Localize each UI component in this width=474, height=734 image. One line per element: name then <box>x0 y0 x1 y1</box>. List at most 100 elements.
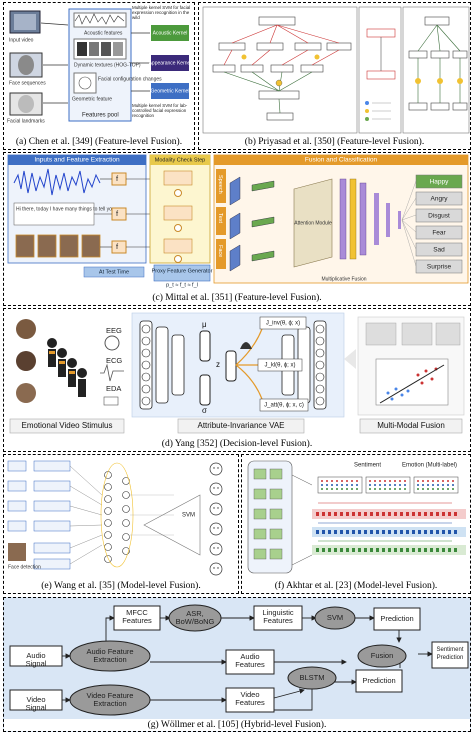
eda-label: EDA <box>106 384 121 393</box>
acoustic-features-label: Acoustic features <box>84 30 123 36</box>
geometric-kernel-label: Geometric Kernel <box>151 88 190 94</box>
caption-g: (g) Wöllmer et al. [105] (Hybrid-level F… <box>4 719 470 731</box>
emotion-box <box>415 208 463 223</box>
svm-node-label: SVM <box>327 613 343 622</box>
prediction-top-box <box>373 607 421 631</box>
mfcc-box <box>113 605 161 631</box>
caption-f: (f) Akhtar et al. [23] (Model-level Fusi… <box>274 581 438 591</box>
face-detection-label: Face detection <box>8 564 41 570</box>
panel-e: Face detection SVM (e) Wang et al. <box>3 454 239 594</box>
appearance-kernel-box <box>151 55 189 71</box>
multiplicative-label: Multiplicative Fusion <box>321 276 366 282</box>
asr-node <box>168 604 222 632</box>
video-signal-box <box>9 689 63 711</box>
panel-b: (b) Priyasad et al. [350] (Feature-level… <box>198 2 471 150</box>
appearance-kernel-label: Appearance Kernel <box>149 60 192 66</box>
features-pool <box>68 8 132 122</box>
sentiment-label: Sentiment <box>354 463 381 469</box>
emotion-label: Sad <box>433 247 445 254</box>
acoustic-kernel-label: Acoustic Kernel <box>153 30 188 36</box>
svg-text:f: f <box>116 242 119 251</box>
inputs-title: Inputs and Feature Extraction <box>34 157 120 164</box>
proxy-label: Proxy Feature Generator <box>152 268 213 274</box>
f-sequence-row <box>316 512 457 552</box>
video-extraction-node <box>69 684 151 716</box>
panel-f-diagram: Sentiment Emotion (Multi-label) <box>247 460 466 574</box>
face-sequences-label: Face sequences <box>9 80 46 86</box>
sigma-label: σ <box>202 406 207 415</box>
text-label: Text <box>217 213 223 224</box>
fusion-node <box>357 644 407 668</box>
emotion-box <box>415 259 463 274</box>
sentiment-prediction-box <box>431 641 469 669</box>
j-kl-label: J_kl(θ, ϕ; x) <box>264 363 295 369</box>
audio-signal-box <box>9 645 63 667</box>
video-features-box <box>225 687 275 713</box>
audio-features-box <box>225 649 275 675</box>
svg-text:f: f <box>116 174 119 183</box>
svm-label: SVM <box>182 513 195 519</box>
audio-extraction-node <box>69 640 151 672</box>
f-dot-grid <box>321 480 454 490</box>
fusion-title: Fusion and Classification <box>305 157 378 164</box>
emotion-label: Fear <box>432 230 446 237</box>
emotion-label: Happy <box>430 179 450 186</box>
blstm-node <box>287 666 337 690</box>
svm-node <box>314 606 356 630</box>
j-inv-label: J_inv(θ, ϕ; x) <box>266 321 300 327</box>
panel-c: Inputs and Feature Extraction Hi there, … <box>3 152 471 306</box>
facial-landmarks-label: Facial landmarks <box>7 118 45 124</box>
emotion-box <box>415 242 463 257</box>
svm-top-label: Multiple kernel SVM for facial expressio… <box>132 5 191 20</box>
prediction-top-label: Prediction <box>380 614 413 623</box>
features-pool-label: Features pool <box>82 113 119 119</box>
emotion-box <box>415 191 463 206</box>
caption-a: (a) Chen et al. [349] (Feature-level Fus… <box>15 137 183 147</box>
emotion-box <box>415 225 463 240</box>
attention-label: Attention Module <box>294 220 332 226</box>
eeg-label: EEG <box>106 326 122 335</box>
caption-c: (c) Mittal et al. [351] (Feature-level F… <box>152 293 322 303</box>
geometric-kernel-box <box>151 83 189 99</box>
linguistic-box <box>253 605 303 631</box>
speech-label: Speech <box>217 175 223 194</box>
modality-title: Modality Check Step <box>155 157 205 163</box>
panel-b-diagram <box>202 6 470 134</box>
attention-module <box>293 178 333 268</box>
caption-d: (d) Yang [352] (Decision-level Fusion). <box>161 439 313 449</box>
svg-text:f: f <box>116 209 119 218</box>
blstm-label: BLSTM <box>299 673 324 682</box>
proxy-generator-box <box>153 264 211 282</box>
emotion-box <box>415 174 463 189</box>
prediction-bottom-box <box>355 669 403 693</box>
people-silhouettes <box>16 319 87 403</box>
face-label: Face <box>217 245 223 258</box>
panel-c-diagram: Inputs and Feature Extraction Hi there, … <box>7 154 469 288</box>
caption-e: (e) Wang et al. [35] (Model-level Fusion… <box>41 581 201 591</box>
panel-a: Input video Face sequences Facial landma… <box>3 2 195 150</box>
transcript-text: Hi there, today I have many things to te… <box>16 206 119 212</box>
panel-e-diagram: Face detection SVM <box>7 460 223 576</box>
dynamic-textures-label: Dynamic textures (HOG-TOP) <box>74 62 141 68</box>
emotion-label: Surprise <box>427 264 452 271</box>
stimulus-label: Emotional Video Stimulus <box>21 421 112 430</box>
ecg-label: ECG <box>106 356 122 365</box>
caption-b: (b) Priyasad et al. [350] (Feature-level… <box>244 137 425 147</box>
emotion-label: Disgust <box>428 213 450 220</box>
svm-bottom-label: Multiple kernel SVM for lab-controlled f… <box>132 103 188 118</box>
j-att-label: J_att(θ, ϕ; x, c) <box>264 403 304 409</box>
z-label: z <box>216 360 220 369</box>
test-time-label: At Test Time <box>99 269 129 275</box>
emotion-label: Emotion (Multi-label) <box>402 463 457 469</box>
